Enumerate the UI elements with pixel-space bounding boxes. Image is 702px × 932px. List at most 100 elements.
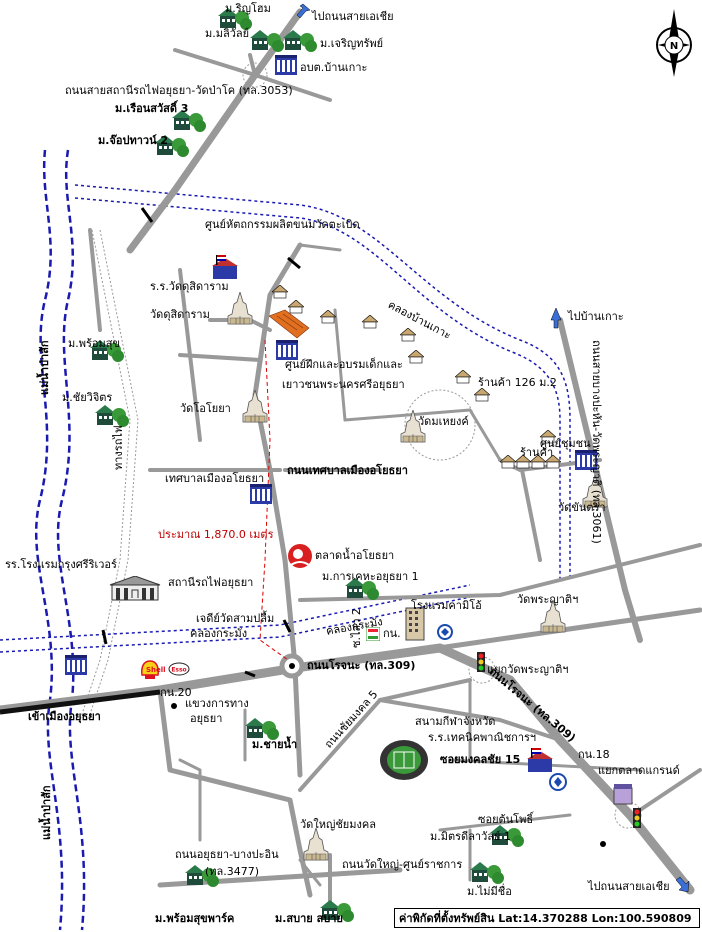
traffic-light-icon-2 [633,808,641,828]
temple-icon-yai-chai-mongkol [303,828,329,861]
label-mu-charoensap: ม.เจริญทรัพย์ [320,37,384,50]
housing-icon-malilat [250,30,284,52]
label-ko-soi: ซ.ไสว 2 [350,608,363,648]
label-child-center-2: เยาวชนพระนครศรีอยุธยา [282,378,405,391]
label-wat-sidaram: วัดดุสิดาราม [150,308,210,321]
label-kor-18: กน.18 [578,748,610,761]
label-shell: Shell [146,666,166,674]
river-pa-sak [34,149,64,931]
label-district-office-1: แขวงการทาง [185,697,249,710]
label-community-hall: ศูนย์ชุมชน [540,437,591,450]
emblem-icon [549,773,567,791]
label-road-bang-pa-in: ถนนอยุธยา-บางปะอิน [175,848,279,861]
coordinates-lon: Lon:100.590809 [591,912,692,925]
bank-icon [437,624,453,640]
label-shop-126: ร้านค้า 126 ม.2 [478,376,557,389]
label-wat-yai-chai-mongkol: วัดใหญ่ชัยมงคล [300,818,376,831]
label-kor-20: กน.20 [160,686,192,699]
label-stadium-1: สนามกีฬาจังหวัด [415,715,496,728]
arrow-north [296,3,311,19]
seven-eleven-icon [366,627,380,641]
label-mu-mitr-talawan: ม.มิตรดีลาวัลย์ 1 [430,830,511,843]
label-mu-ruen-sawat: ม.เรือนสวัสดิ์ 3 [115,102,189,115]
label-wat-oyoya: วัดโอโยยา [180,402,231,415]
label-school-wat-sidaram: ร.ร.วัดดุสิดาราม [150,280,229,293]
label-intersection-market: แยกตลาดแกรนด์ [598,764,680,777]
label-soi-ton-pho: ซอยต้นโพธิ์ [478,813,534,826]
coordinates-lat: Lat:14.370288 [498,912,588,925]
label-market: ตลาดน้ำอโยธยา [315,549,395,562]
label-mu-phrom-suk: ม.พร้อมสุข [68,337,120,350]
dot-icon [600,841,606,847]
label-mu-mai-sue: ม.ไม่มีชื่อ [467,885,512,898]
label-river-pa-sak-1: แม่น้ำป่าสัก [38,340,51,395]
hut-icon [272,285,288,299]
label-to-asia-north: ไปถนนสายเอเชีย [312,10,394,23]
label-road-3053: ถนนสายสถานีรถไฟอยุธยา-วัดป่าโค (ทล.3053) [65,84,293,97]
coordinates-box: ค่าพิกัดที่ตั้งทรัพย์สิน Lat:14.370288 L… [394,908,700,928]
school-icon [212,255,238,279]
label-canal-kramang: คลองกระมัง [190,627,248,640]
label-mu-jop-town: ม.จ๊อปทาวน์ 2 [98,134,169,147]
housing-icon-charoensap [283,30,317,52]
label-mu-sabai: ม.สบาย สบาย [275,912,343,925]
label-distance: ประมาณ 1,870.0 เมตร [158,528,274,541]
arrow-ban-ko [550,307,562,329]
hut-icon [455,370,471,384]
label-enter-ayutthaya: เข้าเมืองอยุธยา [28,710,101,723]
label-shop: ร้านค้า [520,446,554,459]
label-railway-station: สถานีรถไฟอยุธยา [168,576,254,589]
canal-ban-ko [74,184,571,580]
label-mu-malilat: ม.มลิวัลย์ [205,27,250,40]
label-craft-center: ศูนย์หัตถกรรมผลิตขนมวัดตะเบิด [205,218,360,231]
market-icon [288,544,312,568]
label-railway: ทางรถไฟ [112,425,125,470]
label-hotel-kamiyo: โรงแรมคามิโอ้ [411,599,482,612]
label-road-wat-yai: ถนนวัดใหญ่-ศูนย์ราชการ [342,858,463,871]
municipality-building-icon [250,484,272,504]
craft-center-icon [268,309,310,339]
label-mu-chai-nam: ม.ชายน้ำ [252,738,298,751]
traffic-light-icon [477,652,485,672]
hut-icon [400,328,416,342]
temple-icon-oyoya [242,390,268,423]
railway-line [79,229,131,721]
arrow-south [675,876,690,893]
hotel-kamiyo-icon [405,607,425,641]
label-district-office-2: อยุธยา [190,712,223,725]
label-wat-phra-yat: วัดพระญาติฯ [517,593,579,606]
compass-n-label: N [670,41,678,52]
coordinates-title: ค่าพิกัดที่ตั้งทรัพย์สิน [399,912,495,925]
label-road-municipality: ถนนเทศบาลเมืองอโยธยา [287,464,408,477]
compass-icon: N [656,9,692,77]
hut-icon [362,315,378,329]
label-mu-chaiwijit: ม.ชัยวิจิตร [62,391,113,404]
pin-icon [171,703,177,709]
label-municipality: เทศบาลเมืองอโยธยา [165,472,265,485]
label-road-3477: (ทล.3477) [205,865,260,878]
temple-icon-sidaram [227,292,253,325]
hut-icon [474,388,490,402]
label-river-pa-sak-2: แม่น้ำป่าสัก [40,785,53,840]
label-mu-phrom-suk-park: ม.พร้อมสุขพาร์ค [155,912,235,925]
hut-icon [320,310,336,324]
distance-line [259,339,289,661]
label-hotel-krungsri: รร.โรงแรมกรุงศรีริเวอร์ [5,558,117,571]
label-obt-ban-ko: อบต.บ้านเกาะ [300,61,368,74]
label-chedi: เจดีย์วัดสามปลื้ม [196,612,275,625]
stadium-icon [380,740,428,780]
label-child-center-1: ศูนย์ฝึกและอบรมเด็กและ [285,358,403,371]
label-soi-mongkol-15: ซอยมงคลชัย 15 [440,753,521,766]
hut-icon [500,455,516,469]
obt-building-icon [275,55,297,75]
shell-logo-icon [141,660,159,679]
esso-logo-icon: Esso [168,662,190,676]
label-to-asia-south: ไปถนนสายเอเชีย [588,880,670,893]
school-icon-technic [527,748,553,772]
hut-icon [288,300,304,314]
label-mu-karn-kheha: ม.การเคหะอยุธยา 1 [322,570,419,583]
label-wat-mae-hong: วัดมเหยงค์ [418,415,469,428]
label-to-ban-ko: ไปบ้านเกาะ [568,310,624,323]
label-ko-no: กน. [383,627,401,640]
